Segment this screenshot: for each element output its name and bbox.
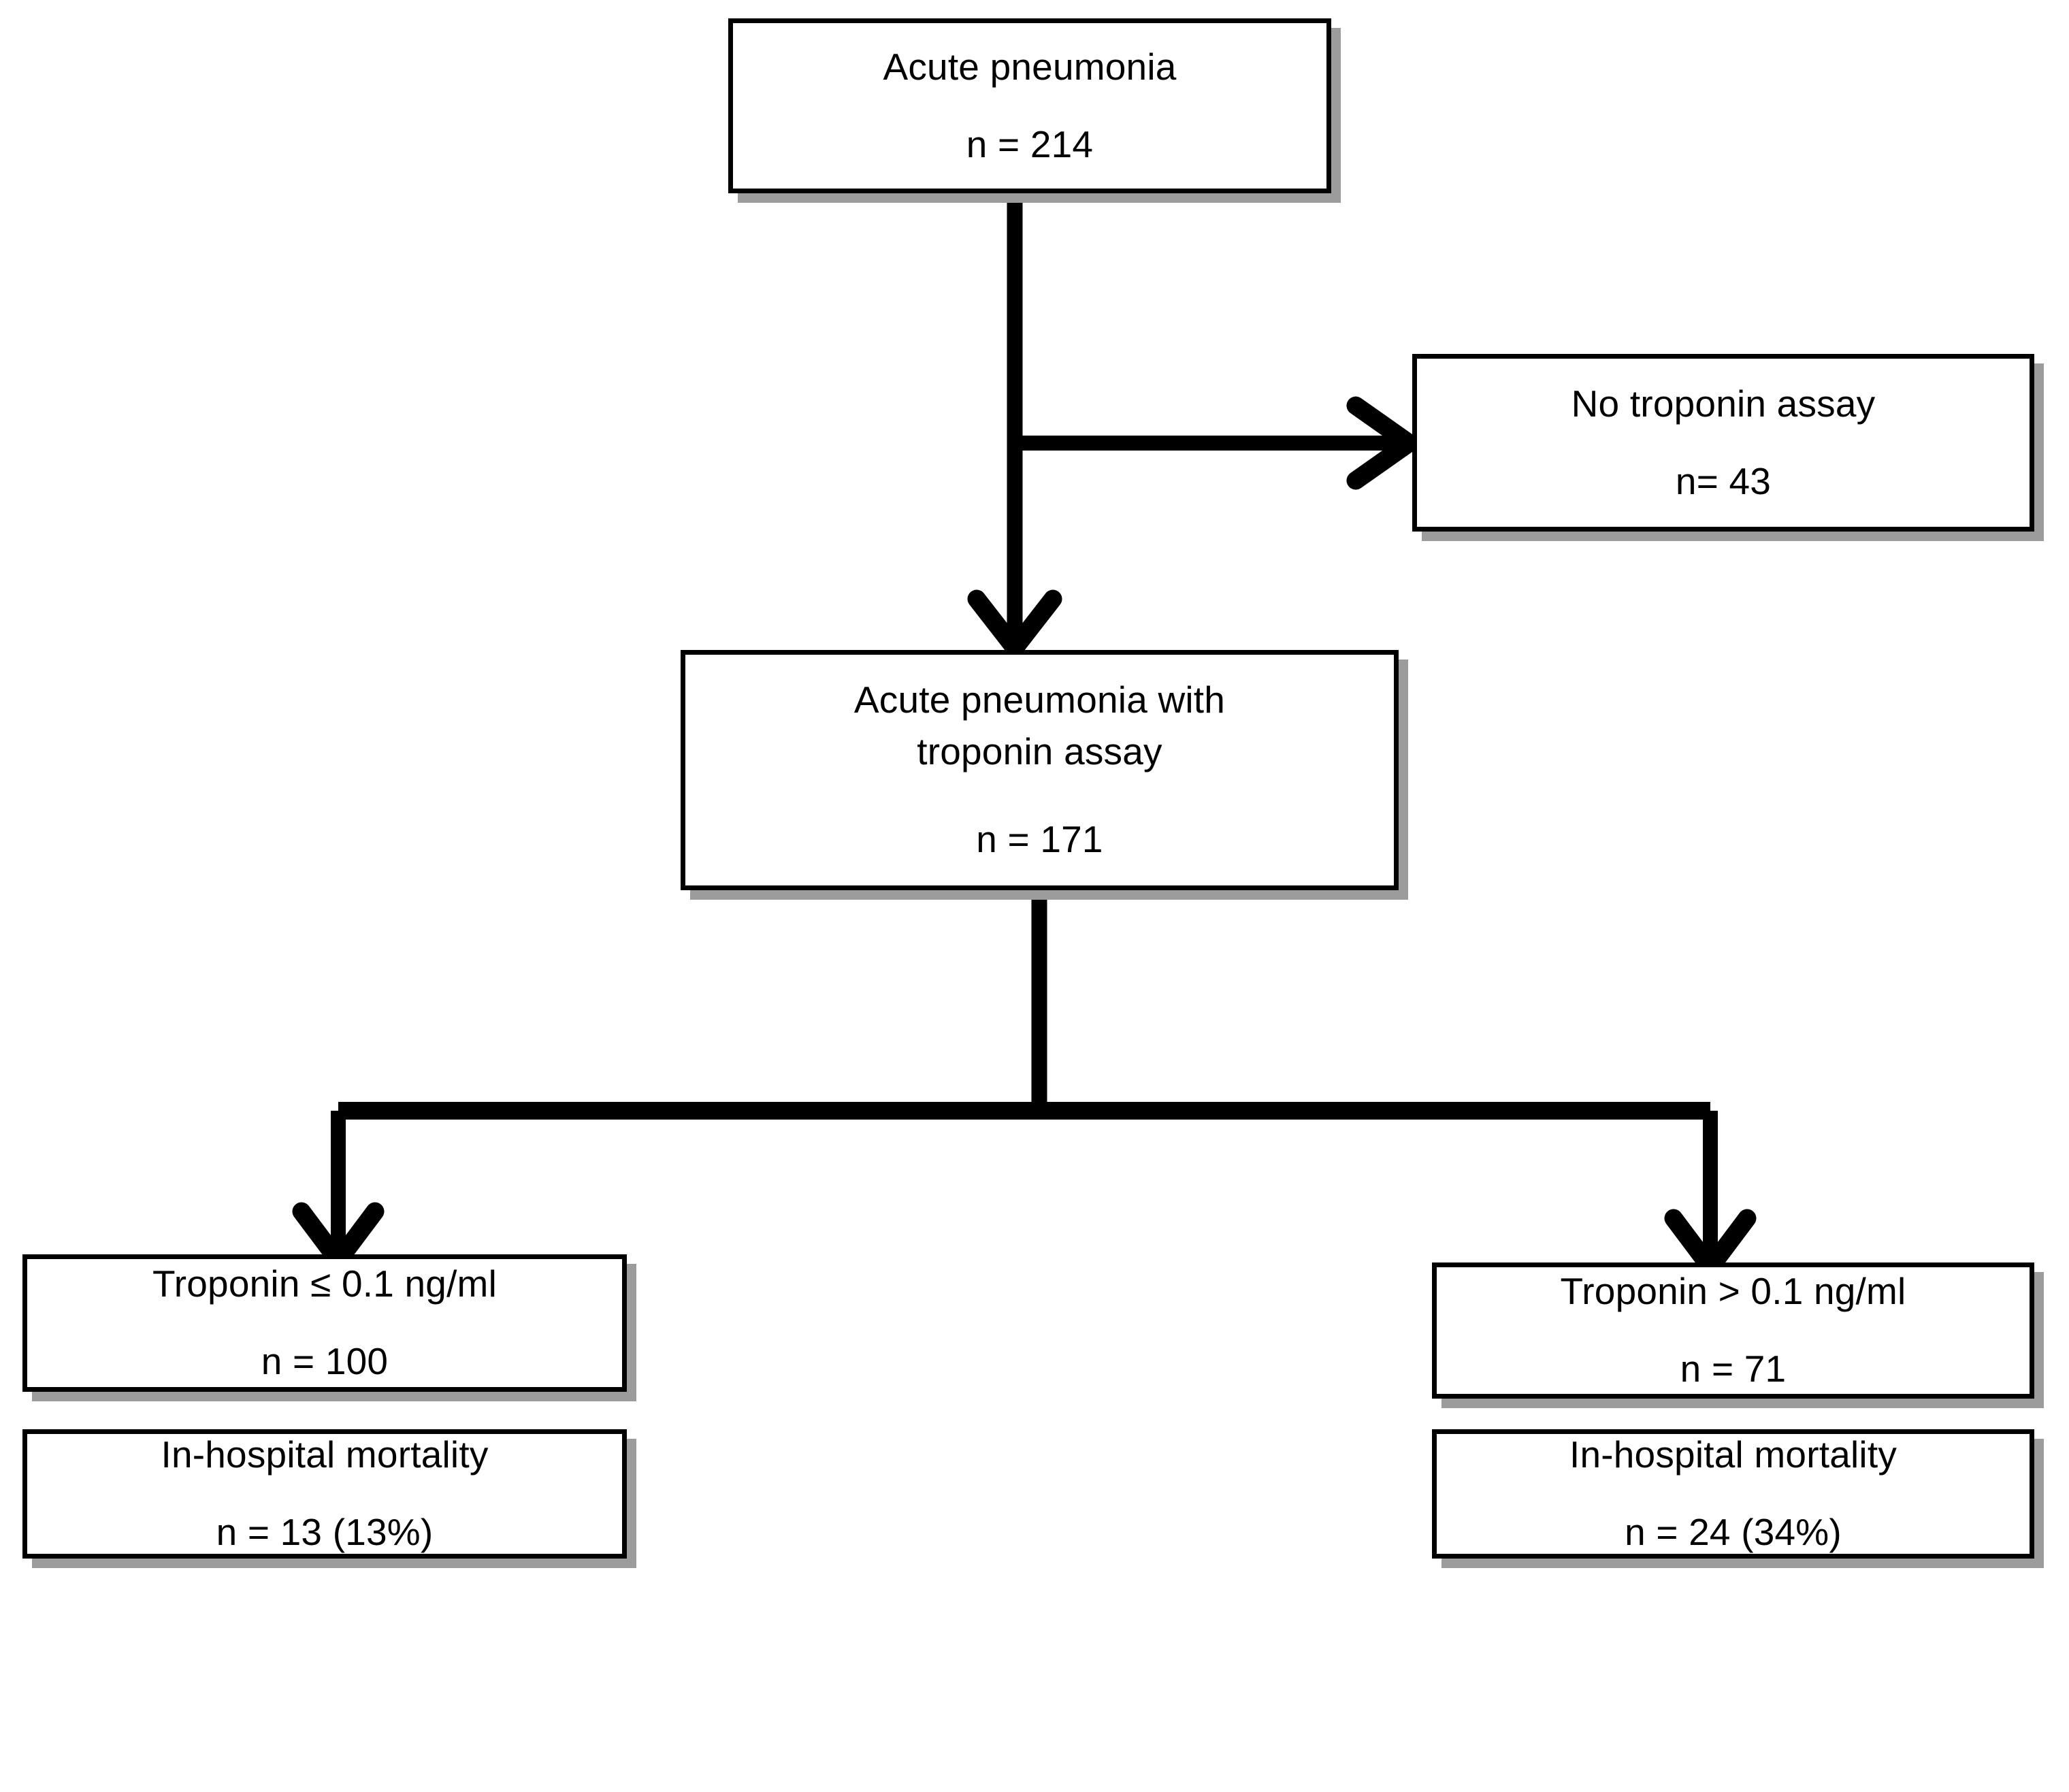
node-troponin-high: Troponin > 0.1 ng/ml n = 71: [1432, 1262, 2034, 1399]
node-pneumonia-with-troponin: Acute pneumonia with troponin assay n = …: [681, 650, 1399, 890]
node-pneumonia-with-troponin-label-line2: troponin assay: [917, 730, 1162, 772]
arrowhead-down-to-pneumonia-troponin: [967, 589, 1062, 663]
node-acute-pneumonia-label: Acute pneumonia: [883, 45, 1177, 88]
node-acute-pneumonia: Acute pneumonia n = 214: [728, 18, 1331, 193]
node-pneumonia-with-troponin-count: n = 171: [976, 818, 1103, 861]
node-mortality-high-count: n = 24 (34%): [1625, 1511, 1842, 1553]
node-no-troponin-assay-count: n= 43: [1675, 459, 1772, 502]
node-mortality-low: In-hospital mortality n = 13 (13%): [22, 1429, 627, 1559]
node-troponin-low-label: Troponin ≤ 0.1 ng/ml: [152, 1262, 497, 1305]
connector-troponin-split: [292, 890, 1757, 1283]
node-troponin-low: Troponin ≤ 0.1 ng/ml n = 100: [22, 1254, 627, 1392]
node-mortality-high: In-hospital mortality n = 24 (34%): [1432, 1429, 2034, 1559]
node-troponin-high-label: Troponin > 0.1 ng/ml: [1560, 1270, 1906, 1313]
connector-acute-to-no-troponin: [1015, 396, 1425, 490]
arrowhead-right-to-no-troponin: [1346, 396, 1425, 490]
connector-acute-to-pneumonia-troponin: [967, 193, 1062, 663]
node-no-troponin-assay-label: No troponin assay: [1571, 382, 1876, 425]
node-pneumonia-with-troponin-label-line1: Acute pneumonia with: [853, 679, 1226, 721]
node-troponin-low-count: n = 100: [261, 1340, 389, 1382]
node-acute-pneumonia-count: n = 214: [966, 123, 1094, 165]
node-mortality-low-count: n = 13 (13%): [216, 1511, 434, 1553]
node-mortality-low-label: In-hospital mortality: [161, 1433, 489, 1476]
node-troponin-high-count: n = 71: [1680, 1348, 1787, 1390]
node-mortality-high-label: In-hospital mortality: [1569, 1433, 1897, 1476]
node-no-troponin-assay: No troponin assay n= 43: [1412, 354, 2034, 532]
